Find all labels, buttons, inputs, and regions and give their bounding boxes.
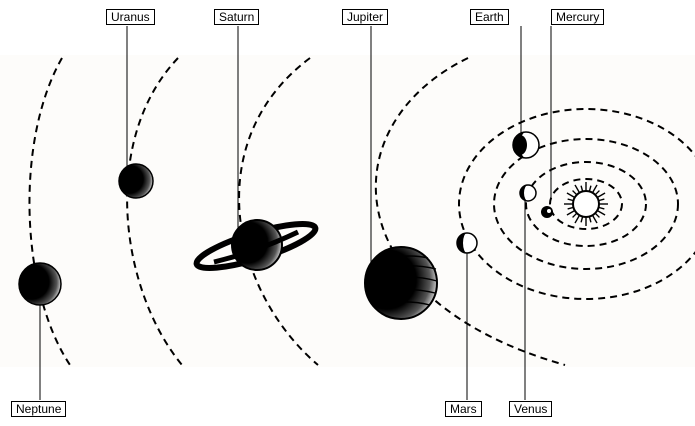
venus-planet <box>519 184 537 202</box>
mars-planet <box>456 232 478 254</box>
sun-ray <box>574 184 581 194</box>
mars-orbit <box>458 108 695 300</box>
sun-ray <box>591 214 598 224</box>
mercury-planet <box>541 206 553 218</box>
saturn-orbit <box>238 57 319 366</box>
neptune-planet <box>18 262 62 306</box>
mars-label: Mars <box>445 401 482 417</box>
sun-ray <box>591 184 598 194</box>
sun-ray <box>566 209 576 216</box>
sun-icon <box>564 182 608 226</box>
earth-planet <box>512 131 540 159</box>
jupiter-orbit <box>374 57 566 366</box>
sun-ray <box>596 192 606 199</box>
jupiter-planet <box>364 246 438 320</box>
neptune-orbit <box>28 57 71 366</box>
neptune-label: Neptune <box>11 401 67 417</box>
saturn-planet <box>193 219 319 271</box>
earth-label: Earth <box>470 9 509 25</box>
mercury-orbit <box>549 178 623 230</box>
sun-ray <box>574 214 581 224</box>
venus-orbit <box>525 161 647 247</box>
mercury-label: Mercury <box>551 9 605 25</box>
sun-ray <box>596 209 606 216</box>
uranus-label: Uranus <box>106 9 155 25</box>
uranus-orbit <box>126 57 183 366</box>
venus-label: Venus <box>509 401 553 417</box>
uranus-planet <box>118 163 154 199</box>
jupiter-label: Jupiter <box>342 9 389 25</box>
earth-orbit <box>493 138 679 270</box>
saturn-label: Saturn <box>214 9 260 25</box>
sun-ray <box>566 192 576 199</box>
